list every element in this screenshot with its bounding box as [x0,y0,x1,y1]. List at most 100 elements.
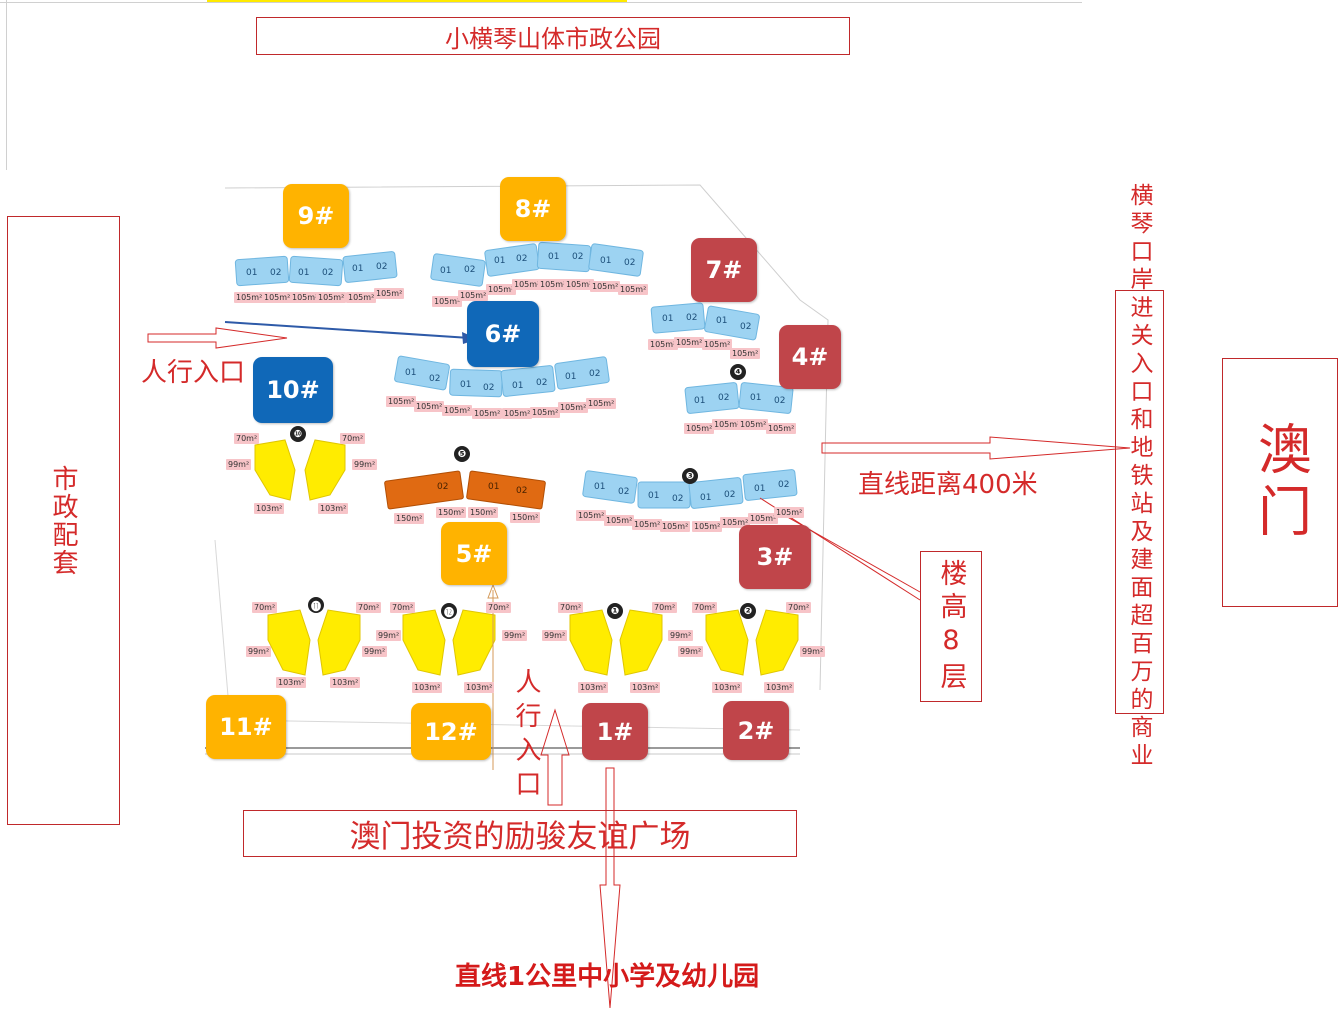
units-building-9 [234,251,398,287]
arrow-to-6 [224,321,471,339]
building-5-badge[interactable]: 5# [441,522,507,585]
area-tag: 105m² [472,408,503,419]
unit-label: 02 [624,258,636,268]
area-tag: 105m² [738,419,769,430]
area-tag: 105m² [502,408,533,419]
area-tag: 99m² [678,646,704,657]
area-tag: 105m² [558,402,589,413]
unit-label: 02 [778,480,790,490]
area-tag: 99m² [226,459,252,470]
building-8-badge[interactable]: 8# [500,177,566,241]
unit-label: 01 [460,380,472,390]
building-1-badge[interactable]: 1# [582,703,648,760]
sheet-left-line [6,0,7,170]
unit-label: 01 [594,482,606,492]
area-tag: 105m² [316,292,347,303]
area-tag: 70m² [786,602,812,613]
area-tag: 105m² [442,405,473,416]
units-building-3 [582,469,798,509]
circle-number-10: ❿ [290,426,306,442]
area-tag: 105m² [660,521,691,532]
area-tag: 103m² [318,503,349,514]
units-building-5 [384,470,546,510]
area-tag: 103m² [764,682,795,693]
area-tag: 99m² [352,459,378,470]
school-note: 直线1公里中小学及幼儿园 [455,962,760,992]
sheet-top-line [0,2,1082,3]
area-tag: 105m² [512,279,543,290]
unit-label: 01 [405,368,417,378]
building-6-badge[interactable]: 6# [467,301,539,367]
unit-label: 02 [536,378,548,388]
area-tag: 70m² [486,602,512,613]
area-tag: 70m² [340,433,366,444]
distance-note: 直线距离400米 [858,470,1038,500]
units-building-6 [394,355,610,398]
area-tag: 99m² [800,646,826,657]
building-2-badge[interactable]: 2# [723,701,789,760]
area-tag: 105m² [730,348,761,359]
area-tag: 105m² [684,423,715,434]
unit-label: 01 [565,372,577,382]
area-tag: 105m² [234,292,265,303]
area-tag: 70m² [558,602,584,613]
area-tag: 99m² [246,646,272,657]
area-tag: 103m² [630,682,661,693]
unit-label: 02 [724,490,736,500]
area-tag: 99m² [376,630,402,641]
area-tag: 105m² [576,510,607,521]
unit-label: 01 [754,484,766,494]
unit-label: 02 [589,369,601,379]
area-tag: 150m² [468,507,499,518]
port-note-box [1115,290,1164,714]
building-4-badge[interactable]: 4# [779,325,841,389]
unit-label: 02 [483,383,495,393]
building-12-badge[interactable]: 12# [411,703,491,760]
circle-number-3: ❸ [682,468,698,484]
pedestrian-entry-label: 人行入口 [141,358,246,388]
area-tag: 105m² [702,339,733,350]
floor-note-box: 楼高8层 [920,551,982,702]
unit-label: 02 [376,262,388,272]
unit-label: 02 [686,313,698,323]
area-tag: 105m² [432,296,463,307]
circle-number-2: ❷ [740,603,756,619]
building-3-badge[interactable]: 3# [739,525,811,589]
building-7-badge[interactable]: 7# [691,238,757,302]
area-tag: 105m² [692,521,723,532]
floor-note-pointer-2 [774,509,921,593]
area-tag: 70m² [390,602,416,613]
building-11-badge[interactable]: 11# [206,695,286,759]
building-10-badge[interactable]: 10# [253,357,333,423]
units-building-4 [684,382,794,414]
area-tag: 99m² [668,630,694,641]
municipal-box: 市政配套 [7,216,120,825]
unit-label: 01 [662,314,674,324]
pedestrian-arrow-left [147,327,288,349]
unit-label: 01 [600,256,612,266]
area-tag: 99m² [362,646,388,657]
unit-label: 01 [694,396,706,406]
unit-label: 02 [718,393,730,403]
plaza-label: 澳门投资的励骏友谊广场 [349,819,691,855]
area-tag: 105m² [538,279,569,290]
area-tag: 105m² [774,507,805,518]
unit-label: 02 [516,486,528,496]
area-tag: 150m² [436,507,467,518]
area-tag: 105m² [458,290,489,301]
circle-number-11: ⓫ [308,597,324,613]
area-tag: 99m² [542,630,568,641]
area-tag: 99m² [502,630,528,641]
area-tag: 105m² [632,519,663,530]
area-tag: 105m² [486,284,517,295]
unit-label: 01 [352,264,364,274]
unit-label: 02 [464,265,476,275]
area-tag: 150m² [394,513,425,524]
unit-label: 01 [548,252,560,262]
unit-label: 01 [494,256,506,266]
area-tag: 105m² [386,396,417,407]
building-9-badge[interactable]: 9# [283,184,349,248]
unit-label: 02 [516,254,528,264]
units-building-2 [705,609,799,676]
